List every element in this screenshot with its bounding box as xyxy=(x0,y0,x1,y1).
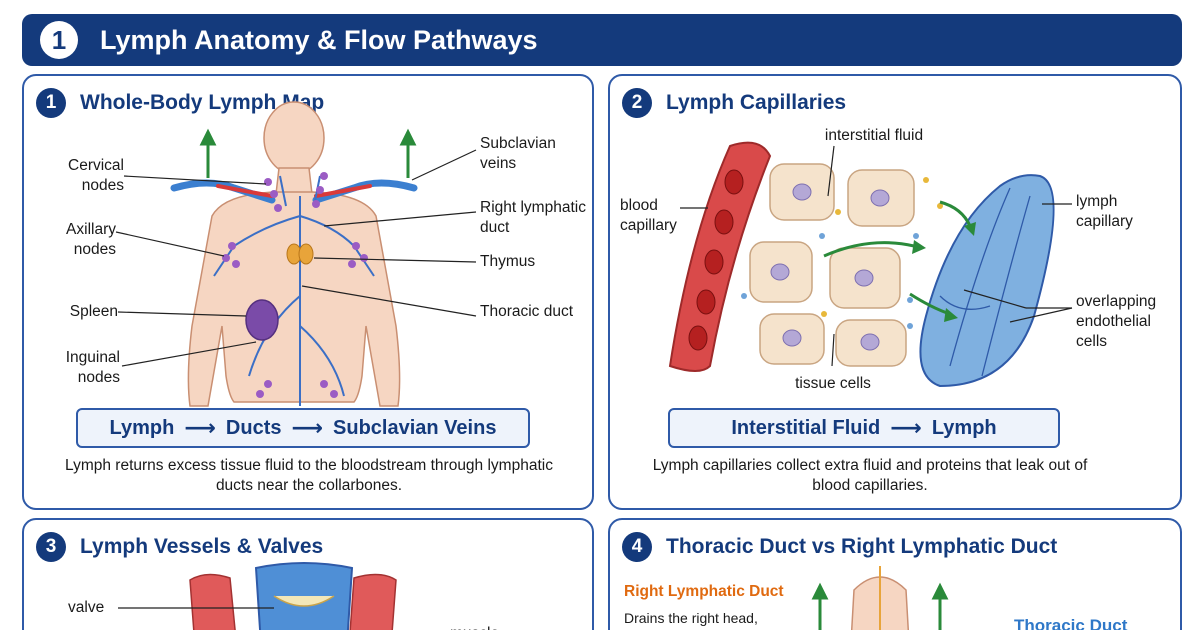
label-blood-capillary: blood capillary xyxy=(620,197,677,234)
label-overlapping-endothelial-cells: overlapping endothelial cells xyxy=(1076,293,1157,350)
right-arrow-icon: ⟶ xyxy=(291,415,324,440)
panel-lymph-capillaries: 2 Lymph Capillaries xyxy=(608,74,1182,510)
flow-step: Interstitial Fluid xyxy=(731,416,881,439)
panel-title: Lymph Vessels & Valves xyxy=(80,535,324,558)
label-cervical-nodes: Cervical nodes xyxy=(68,157,124,194)
panel-header: 4 Thoracic Duct vs Right Lymphatic Duct xyxy=(622,532,1057,562)
panel-title: Lymph Capillaries xyxy=(666,91,847,114)
right-arrow-icon: ⟶ xyxy=(184,415,216,440)
right-duct-description: Drains the right head, xyxy=(624,610,758,626)
label-thymus: Thymus xyxy=(480,253,536,270)
body-lymph-illustration xyxy=(115,101,477,407)
panel-number: 4 xyxy=(622,532,652,562)
panel-caption: Lymph returns excess tissue fluid to the… xyxy=(65,457,553,494)
flow-step: Lymph xyxy=(931,416,997,439)
header-banner: 1 Lymph Anatomy & Flow Pathways xyxy=(22,14,1182,66)
duct-comparison-illustration xyxy=(811,566,949,630)
panel-header: 1 Whole-Body Lymph Map xyxy=(36,88,324,118)
vessel-valve-illustration xyxy=(118,562,397,630)
label-valve: valve xyxy=(68,599,105,616)
label-tissue-cells: tissue cells xyxy=(795,375,871,392)
flow-step: Subclavian Veins xyxy=(333,416,497,439)
capillary-illustration xyxy=(668,141,1073,388)
panel-caption: Lymph capillaries collect extra fluid an… xyxy=(652,457,1088,494)
label-spleen: Spleen xyxy=(69,303,118,320)
label-right-lymphatic-duct: Right lymphatic duct xyxy=(480,199,586,236)
flow-box-interstitial: Interstitial Fluid ⟶ Lymph xyxy=(668,408,1060,448)
panel-lymph-vessels-valves: 3 Lymph Vessels & Valves valve muscle xyxy=(22,518,594,630)
thoracic-duct-title: Thoracic Duct xyxy=(1014,616,1128,630)
panel-header: 3 Lymph Vessels & Valves xyxy=(36,532,323,562)
banner-number: 1 xyxy=(40,21,78,59)
panel-whole-body-lymph-map: 1 Whole-Body Lymph Map xyxy=(22,74,594,510)
label-axillary-nodes: Axillary nodes xyxy=(66,221,116,258)
right-arrow-icon: ⟶ xyxy=(890,415,922,440)
panel-thoracic-vs-right-duct: 4 Thoracic Duct vs Right Lymphatic Duct … xyxy=(608,518,1182,630)
label-interstitial-fluid: interstitial fluid xyxy=(824,127,924,144)
panel-header: 2 Lymph Capillaries xyxy=(622,88,846,118)
page-title: Lymph Anatomy & Flow Pathways xyxy=(100,24,538,55)
flow-step: Ducts xyxy=(225,416,282,439)
label-lymph-capillary: lymph capillary xyxy=(1076,193,1133,230)
label-inguinal-nodes: Inguinal nodes xyxy=(65,349,120,386)
label-subclavian-veins: Subclavian veins xyxy=(480,135,556,172)
panel-number: 2 xyxy=(622,88,652,118)
panel-number: 3 xyxy=(36,532,66,562)
panel-title: Whole-Body Lymph Map xyxy=(80,91,325,114)
panel-title: Thoracic Duct vs Right Lymphatic Duct xyxy=(666,535,1058,558)
label-thoracic-duct: Thoracic duct xyxy=(480,303,574,320)
label-muscle: muscle xyxy=(450,624,520,630)
flow-box-lymph: Lymph ⟶ Ducts ⟶ Subclavian Veins xyxy=(76,408,530,448)
panel-number: 1 xyxy=(36,88,66,118)
flow-step: Lymph xyxy=(109,416,175,439)
right-duct-title: Right Lymphatic Duct xyxy=(624,583,784,600)
